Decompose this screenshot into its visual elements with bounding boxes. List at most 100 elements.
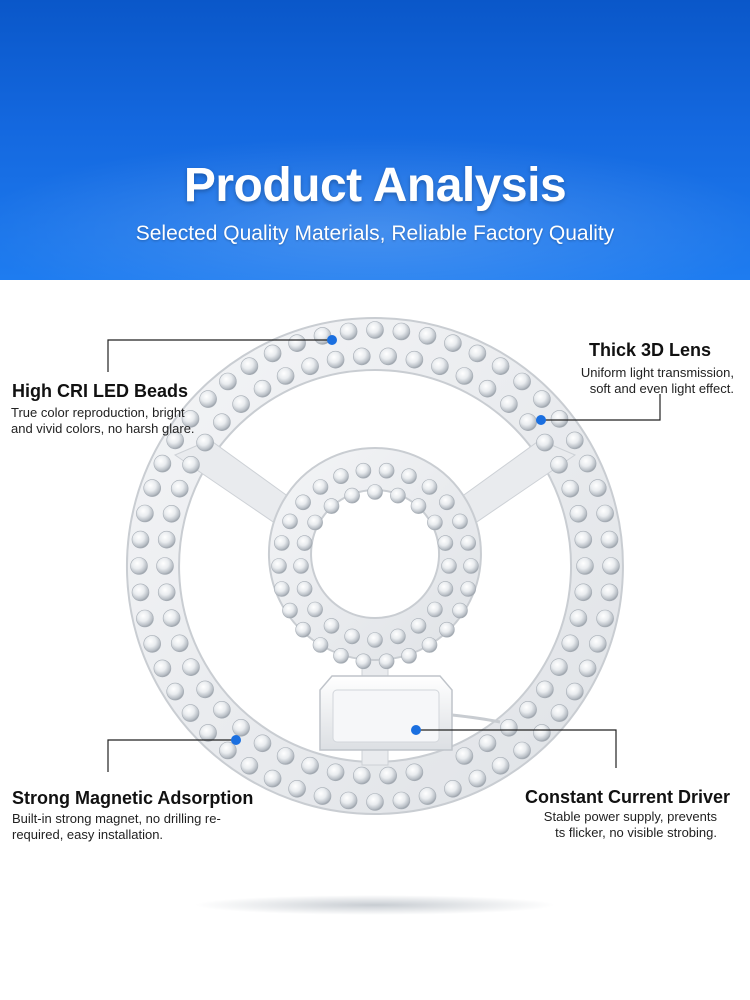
- led-bead: [460, 535, 477, 551]
- led-bead: [288, 334, 306, 353]
- led-bead: [339, 322, 358, 341]
- led-bead: [288, 779, 306, 798]
- led-bead: [182, 455, 200, 474]
- led-bead: [143, 635, 161, 653]
- led-bead: [367, 632, 383, 648]
- led-bead: [444, 334, 462, 353]
- led-bead: [323, 618, 340, 634]
- led-bead: [131, 530, 150, 549]
- led-bead: [143, 479, 161, 497]
- led-bead: [240, 756, 259, 775]
- led-bead: [296, 581, 313, 597]
- led-bead: [196, 433, 214, 452]
- feature-desc-led-beads: True color reproduction, bright and vivi…: [11, 405, 195, 436]
- product-shadow: [195, 895, 555, 915]
- feature-desc-driver: Stable power supply, prevents ts flicker…: [543, 809, 717, 840]
- led-bead: [565, 431, 584, 450]
- led-bead: [600, 583, 619, 602]
- led-bead: [355, 653, 372, 670]
- led-bead: [550, 704, 569, 722]
- led-bead: [232, 395, 250, 414]
- page-title: Product Analysis: [183, 159, 567, 212]
- led-bead: [366, 793, 384, 811]
- led-bead: [219, 372, 237, 391]
- led-bead: [312, 479, 329, 495]
- led-bead: [437, 535, 454, 551]
- led-bead: [166, 431, 184, 450]
- led-bead: [352, 347, 371, 366]
- led-bead: [519, 700, 537, 719]
- led-bead: [213, 700, 231, 719]
- led-bead: [500, 395, 518, 414]
- led-bead: [166, 682, 184, 701]
- led-bead: [301, 756, 319, 775]
- led-bead: [441, 558, 457, 574]
- led-bead: [452, 513, 468, 530]
- led-bead: [427, 601, 443, 618]
- led-bead: [536, 680, 554, 699]
- led-bead: [333, 647, 349, 664]
- led-bead: [478, 734, 497, 753]
- led-bead: [170, 634, 189, 653]
- led-ring-module-image: [107, 317, 661, 915]
- led-bead: [313, 787, 332, 805]
- feature-title-driver: Constant Current Driver: [524, 787, 730, 807]
- feature-title-led-beads: High CRI LED Beads: [12, 381, 189, 401]
- led-bead: [333, 468, 349, 485]
- led-bead: [569, 609, 588, 628]
- led-bead: [405, 350, 424, 369]
- led-bead: [323, 498, 340, 514]
- led-bead: [136, 504, 154, 523]
- led-bead: [460, 581, 477, 597]
- led-bead: [561, 634, 580, 653]
- led-bead: [588, 635, 607, 653]
- led-bead: [295, 621, 311, 638]
- led-bead: [569, 504, 588, 523]
- led-bead: [578, 659, 597, 678]
- led-bead: [326, 763, 345, 782]
- led-bead: [339, 791, 358, 810]
- led-bead: [550, 658, 568, 677]
- callout-dot-icon: [231, 335, 546, 745]
- led-bead: [576, 557, 594, 575]
- led-bead: [600, 530, 619, 549]
- led-bead: [307, 514, 323, 531]
- led-bead: [170, 479, 189, 498]
- led-bead: [295, 494, 311, 511]
- led-bead: [253, 379, 272, 398]
- led-bead: [390, 487, 406, 504]
- led-bead: [162, 609, 181, 628]
- led-bead: [536, 433, 554, 452]
- led-bead: [253, 734, 272, 753]
- led-bead: [401, 647, 417, 664]
- led-bead: [533, 390, 551, 408]
- led-bead: [578, 454, 597, 473]
- feature-desc-3d-lens: Uniform light transmission, soft and eve…: [580, 365, 734, 396]
- led-bead: [439, 494, 455, 511]
- led-bead: [307, 601, 323, 618]
- led-bead: [293, 558, 309, 574]
- led-bead: [431, 357, 449, 376]
- led-bead: [263, 344, 282, 363]
- led-bead: [561, 479, 580, 498]
- led-bead: [421, 637, 438, 653]
- led-bead: [500, 718, 518, 737]
- led-bead: [276, 747, 295, 765]
- led-bead: [491, 756, 510, 775]
- led-bead: [153, 454, 172, 473]
- led-bead: [344, 628, 360, 645]
- led-bead: [213, 413, 231, 432]
- led-bead: [392, 322, 411, 341]
- led-bead: [588, 479, 607, 497]
- led-bead: [366, 321, 384, 339]
- led-bead: [410, 618, 427, 634]
- feature-desc-magnetic: Built-in strong magnet, no drilling re- …: [12, 811, 221, 842]
- led-bead: [437, 581, 454, 597]
- led-bead: [156, 557, 174, 575]
- led-bead: [519, 413, 537, 432]
- led-bead: [367, 484, 383, 500]
- led-bead: [421, 479, 438, 495]
- led-bead: [455, 747, 474, 765]
- feature-title-3d-lens: Thick 3D Lens: [588, 340, 711, 360]
- feature-title-magnetic: Strong Magnetic Adsorption: [12, 788, 254, 808]
